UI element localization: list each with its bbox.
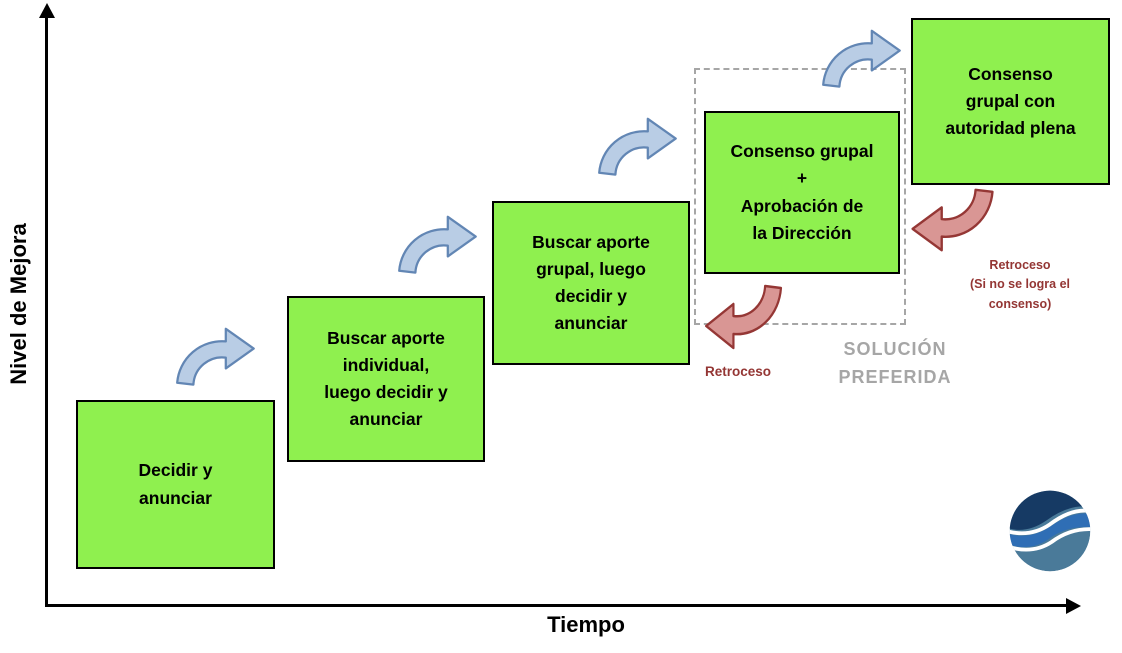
step-1-decidir-anunciar: Decidir y anunciar [76,400,275,569]
preferred-solution-label: SOLUCIÓN PREFERIDA [838,339,952,387]
curved-down-left-arrow-1-icon [705,284,783,350]
y-axis-line [45,16,48,606]
step-3-aporte-grupal: Buscar aporte grupal, luego decidir y an… [492,201,690,365]
step-label: Consenso grupal + Aprobación de la Direc… [730,141,874,243]
curved-down-left-arrow-2-icon [911,188,994,252]
retroceso-label: Retroceso [704,364,772,379]
sphere-logo-icon [1009,490,1091,572]
curved-up-right-arrow-3-icon [598,117,677,176]
step-label: Decidir y anunciar [138,460,213,508]
preferred-solution-outline [694,68,906,325]
curved-up-right-arrow-2-icon [398,215,477,274]
y-axis-label: Nivel de Mejora [6,223,31,385]
x-axis-label: Tiempo [547,612,625,637]
retroceso-consenso-label: Retroceso (Si no se logra el consenso) [969,258,1071,311]
step-label: Buscar aporte individual, luego decidir … [324,327,448,430]
y-axis-arrowhead-icon [38,3,55,18]
x-axis-line [45,604,1069,607]
step-label: Buscar aporte grupal, luego decidir y an… [532,231,650,334]
curved-up-right-arrow-1-icon [176,327,255,386]
step-2-aporte-individual: Buscar aporte individual, luego decidir … [287,296,485,462]
step-label: Consenso grupal con autoridad plena [945,63,1076,139]
step-5-consenso-autoridad: Consenso grupal con autoridad plena [911,18,1110,185]
x-axis-arrowhead-icon [1066,597,1081,614]
curved-up-right-arrow-4-icon [822,29,901,88]
step-4-consenso-direccion: Consenso grupal + Aprobación de la Direc… [704,111,900,274]
